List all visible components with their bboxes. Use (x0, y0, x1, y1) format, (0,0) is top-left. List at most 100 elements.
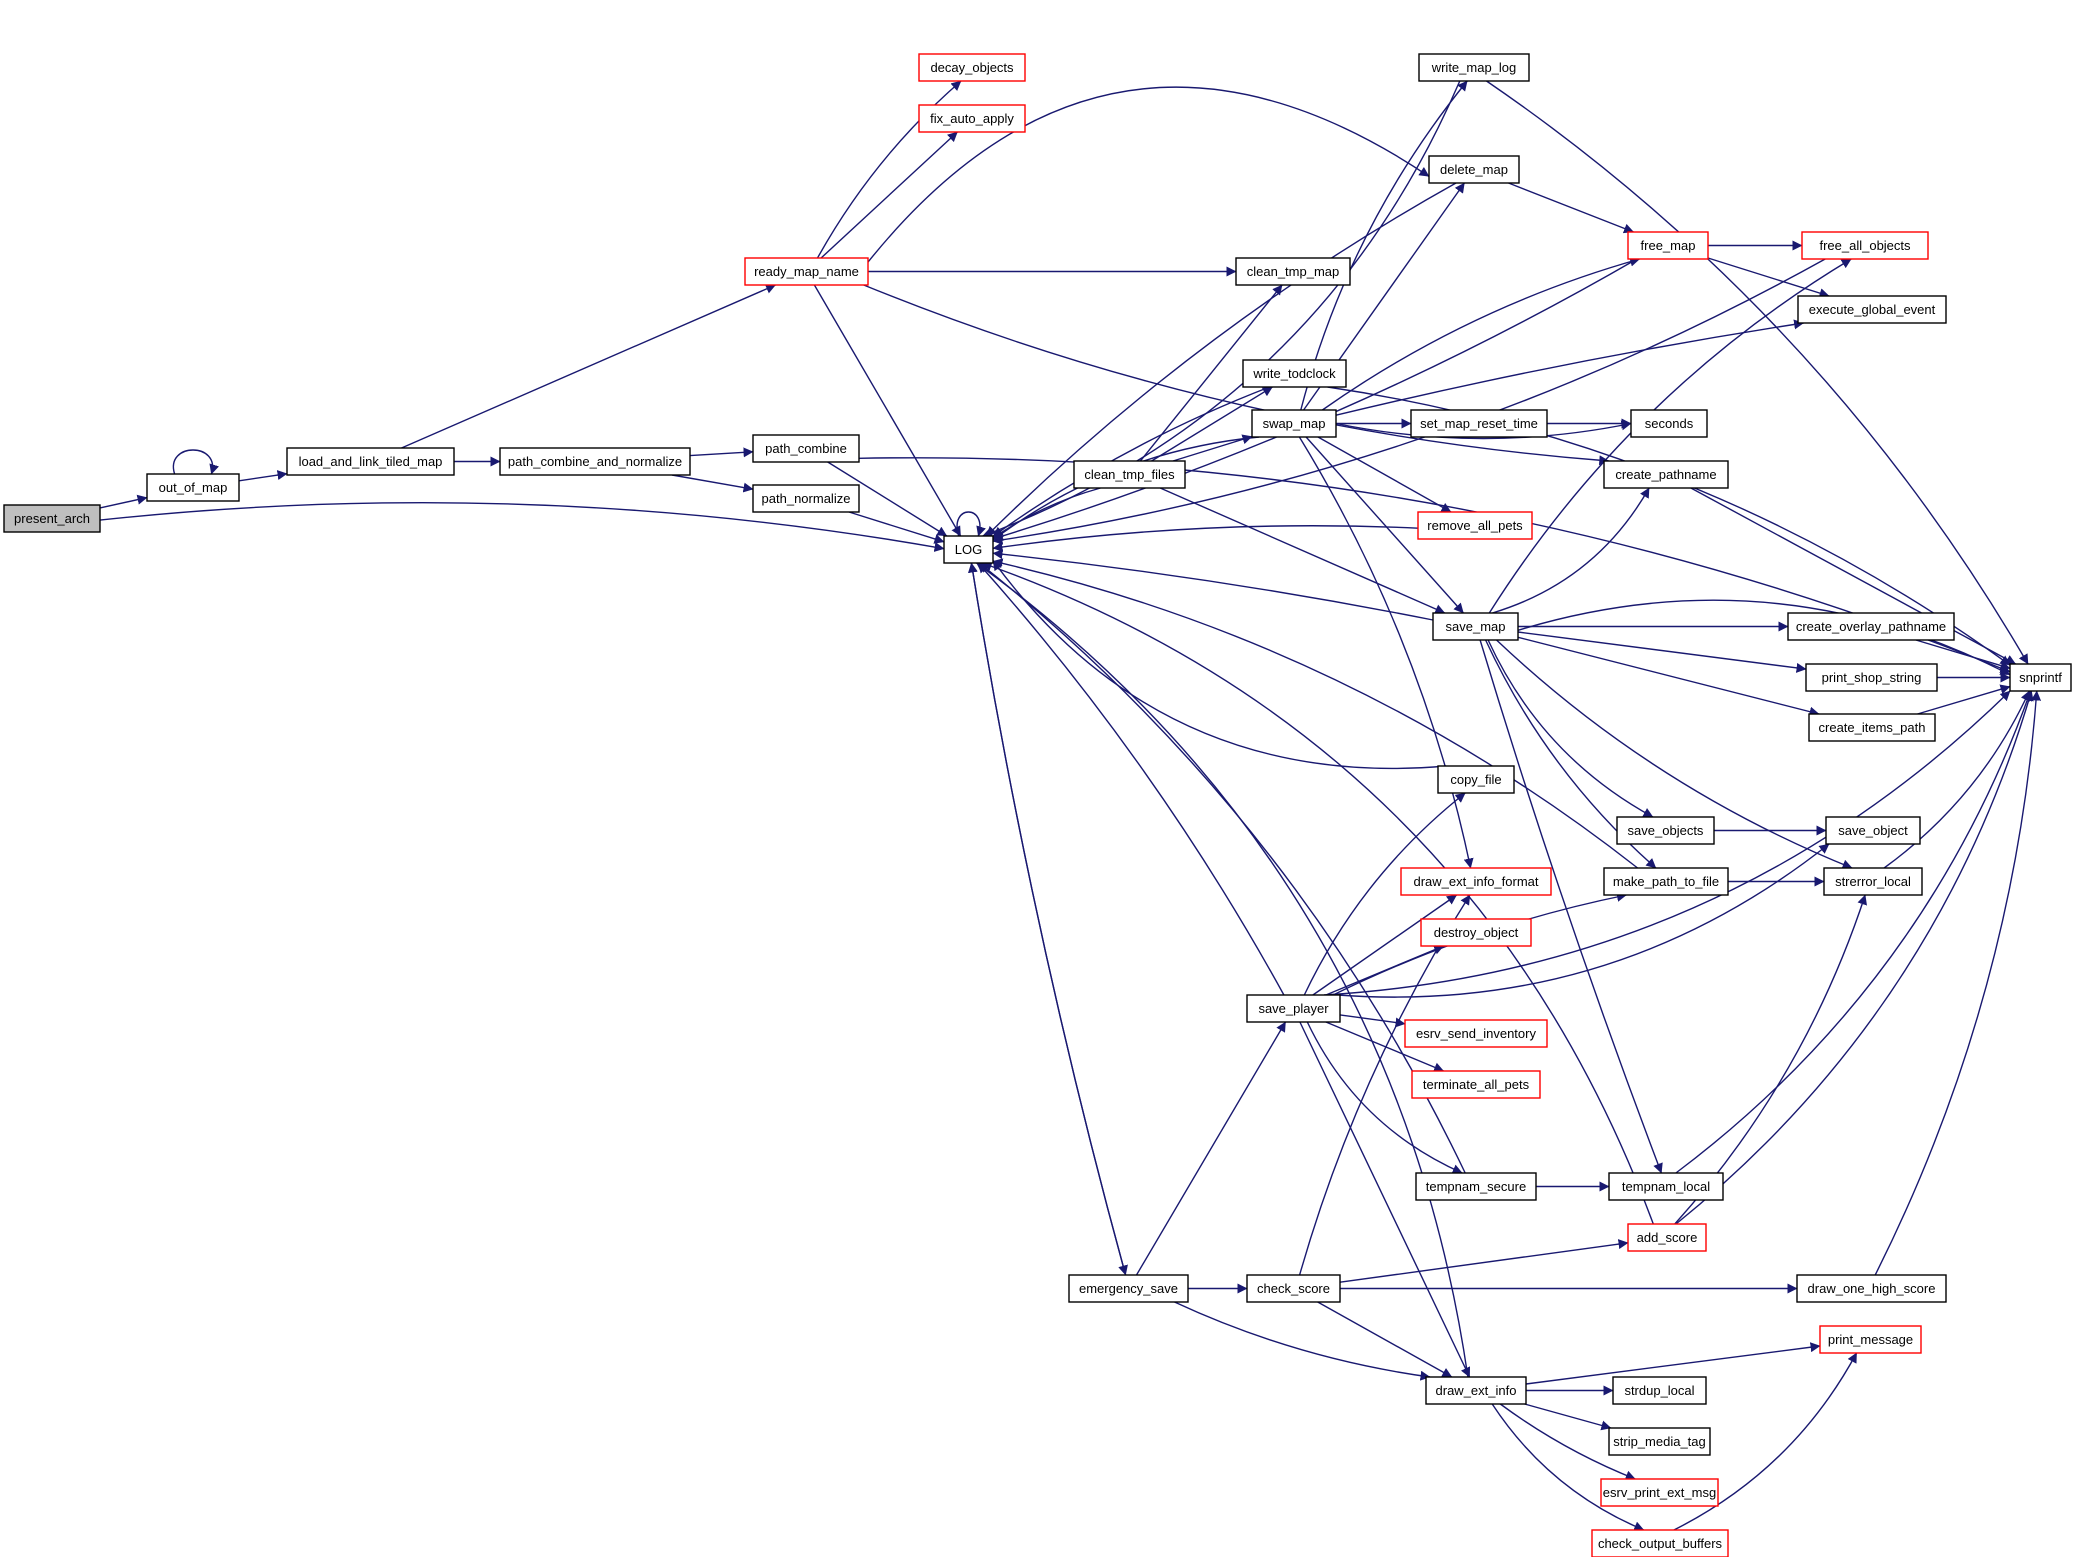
edge-tempnam_secure-to-LOG (978, 562, 1466, 1174)
node-box-esrv_send_inventory (1404, 1019, 1548, 1048)
node-save_objects[interactable]: save_objects (1616, 816, 1715, 845)
node-save_player[interactable]: save_player (1246, 994, 1341, 1023)
node-execute_global_event[interactable]: execute_global_event (1797, 295, 1947, 324)
edge-copy_file-to-LOG (992, 560, 1447, 770)
node-write_map_log[interactable]: write_map_log (1418, 53, 1530, 82)
node-strdup_local[interactable]: strdup_local (1612, 1376, 1707, 1405)
node-fix_auto_apply[interactable]: fix_auto_apply (918, 104, 1026, 133)
edge-save_player-to-draw_ext_info_format (1312, 894, 1458, 996)
node-label-clean_tmp_map: clean_tmp_map (1247, 264, 1340, 279)
node-esrv_print_ext_msg[interactable]: esrv_print_ext_msg (1600, 1478, 1719, 1507)
edge-add_score-to-snprintf (1675, 690, 2034, 1225)
edge-draw_one_high_score-to-snprintf (1874, 690, 2042, 1276)
edge-check_score-to-add_score (1339, 1239, 1629, 1283)
node-box-swap_map (1251, 409, 1337, 438)
node-free_all_objects[interactable]: free_all_objects (1801, 231, 1929, 260)
node-tempnam_secure[interactable]: tempnam_secure (1415, 1172, 1537, 1201)
node-label-free_all_objects: free_all_objects (1819, 238, 1911, 253)
node-add_score[interactable]: add_score (1627, 1223, 1707, 1252)
node-box-set_map_reset_time (1410, 409, 1548, 438)
node-swap_map[interactable]: swap_map (1251, 409, 1337, 438)
node-label-copy_file: copy_file (1450, 772, 1501, 787)
node-clean_tmp_map[interactable]: clean_tmp_map (1235, 257, 1351, 286)
node-check_score[interactable]: check_score (1246, 1274, 1341, 1303)
edge-save_player-to-snprintf (1323, 690, 2011, 996)
node-box-strdup_local (1612, 1376, 1707, 1405)
node-snprintf[interactable]: snprintf (2009, 663, 2072, 692)
node-path_normalize[interactable]: path_normalize (752, 484, 860, 513)
node-label-set_map_reset_time: set_map_reset_time (1420, 416, 1538, 431)
node-box-esrv_print_ext_msg (1600, 1478, 1719, 1507)
node-box-terminate_all_pets (1411, 1070, 1541, 1099)
node-create_items_path[interactable]: create_items_path (1808, 713, 1936, 742)
node-create_overlay_pathname[interactable]: create_overlay_pathname (1787, 612, 1955, 641)
node-path_combine[interactable]: path_combine (752, 434, 860, 463)
node-draw_ext_info_format[interactable]: draw_ext_info_format (1400, 867, 1552, 896)
edge-ready_map_name-to-decay_objects (816, 80, 962, 259)
node-save_map[interactable]: save_map (1432, 612, 1519, 641)
edge-check_score-to-draw_ext_info (1317, 1301, 1453, 1378)
node-label-write_map_log: write_map_log (1431, 60, 1517, 75)
node-copy_file[interactable]: copy_file (1437, 765, 1515, 794)
node-print_shop_string[interactable]: print_shop_string (1805, 663, 1938, 692)
node-label-terminate_all_pets: terminate_all_pets (1423, 1077, 1530, 1092)
node-label-out_of_map: out_of_map (159, 480, 228, 495)
node-delete_map[interactable]: delete_map (1428, 155, 1520, 184)
node-box-path_normalize (752, 484, 860, 513)
edge-clean_tmp_files-to-write_todclock (1151, 386, 1273, 462)
node-label-save_objects: save_objects (1628, 823, 1704, 838)
node-LOG[interactable]: LOG (943, 535, 994, 564)
node-create_pathname[interactable]: create_pathname (1603, 460, 1729, 489)
node-clean_tmp_files[interactable]: clean_tmp_files (1073, 460, 1186, 489)
node-draw_one_high_score[interactable]: draw_one_high_score (1796, 1274, 1947, 1303)
node-emergency_save[interactable]: emergency_save (1068, 1274, 1189, 1303)
node-path_combine_and_normalize[interactable]: path_combine_and_normalize (499, 447, 691, 476)
node-label-destroy_object: destroy_object (1434, 925, 1519, 940)
edge-create_overlay_pathname-to-snprintf (1915, 639, 2011, 671)
node-box-check_output_buffers (1591, 1529, 1729, 1557)
edge-save_map-to-create_pathname (1492, 487, 1650, 614)
edge-draw_ext_info-to-esrv_print_ext_msg (1499, 1403, 1636, 1481)
node-box-create_items_path (1808, 713, 1936, 742)
edge-tempnam_local-to-snprintf (1675, 690, 2033, 1174)
node-box-save_objects (1616, 816, 1715, 845)
node-out_of_map[interactable]: out_of_map (146, 473, 240, 502)
node-seconds[interactable]: seconds (1630, 409, 1708, 438)
node-save_object[interactable]: save_object (1825, 816, 1921, 845)
node-label-LOG: LOG (955, 542, 982, 557)
node-destroy_object[interactable]: destroy_object (1420, 918, 1532, 947)
node-check_output_buffers[interactable]: check_output_buffers (1591, 1529, 1729, 1557)
edge-free_map-to-LOG (992, 258, 1638, 541)
node-strerror_local[interactable]: strerror_local (1823, 867, 1923, 896)
edge-draw_ext_info-to-print_message (1525, 1342, 1821, 1385)
node-box-present_arch (3, 504, 101, 533)
node-terminate_all_pets[interactable]: terminate_all_pets (1411, 1070, 1541, 1099)
node-draw_ext_info[interactable]: draw_ext_info (1425, 1376, 1527, 1405)
node-remove_all_pets[interactable]: remove_all_pets (1417, 511, 1533, 540)
node-strip_media_tag[interactable]: strip_media_tag (1608, 1427, 1711, 1456)
node-label-create_pathname: create_pathname (1615, 467, 1716, 482)
node-ready_map_name[interactable]: ready_map_name (744, 257, 869, 286)
node-load_and_link_tiled_map[interactable]: load_and_link_tiled_map (286, 447, 455, 476)
node-print_message[interactable]: print_message (1819, 1325, 1922, 1354)
node-label-create_overlay_pathname: create_overlay_pathname (1796, 619, 1946, 634)
node-box-tempnam_local (1608, 1172, 1724, 1201)
edges-layer (99, 80, 2042, 1531)
node-box-free_map (1627, 231, 1709, 260)
node-make_path_to_file[interactable]: make_path_to_file (1603, 867, 1729, 896)
node-esrv_send_inventory[interactable]: esrv_send_inventory (1404, 1019, 1548, 1048)
node-box-path_combine (752, 434, 860, 463)
node-set_map_reset_time[interactable]: set_map_reset_time (1410, 409, 1548, 438)
edge-emergency_save-to-draw_ext_info (1174, 1301, 1431, 1381)
node-tempnam_local[interactable]: tempnam_local (1608, 1172, 1724, 1201)
node-write_todclock[interactable]: write_todclock (1242, 359, 1347, 388)
node-label-fix_auto_apply: fix_auto_apply (930, 111, 1014, 126)
node-box-free_all_objects (1801, 231, 1929, 260)
node-label-seconds: seconds (1645, 416, 1694, 431)
node-box-print_shop_string (1805, 663, 1938, 692)
node-decay_objects[interactable]: decay_objects (918, 53, 1026, 82)
node-present_arch[interactable]: present_arch (3, 504, 101, 533)
node-label-draw_one_high_score: draw_one_high_score (1808, 1281, 1936, 1296)
node-free_map[interactable]: free_map (1627, 231, 1709, 260)
edge-save_player-to-draw_ext_info (1299, 1021, 1471, 1378)
